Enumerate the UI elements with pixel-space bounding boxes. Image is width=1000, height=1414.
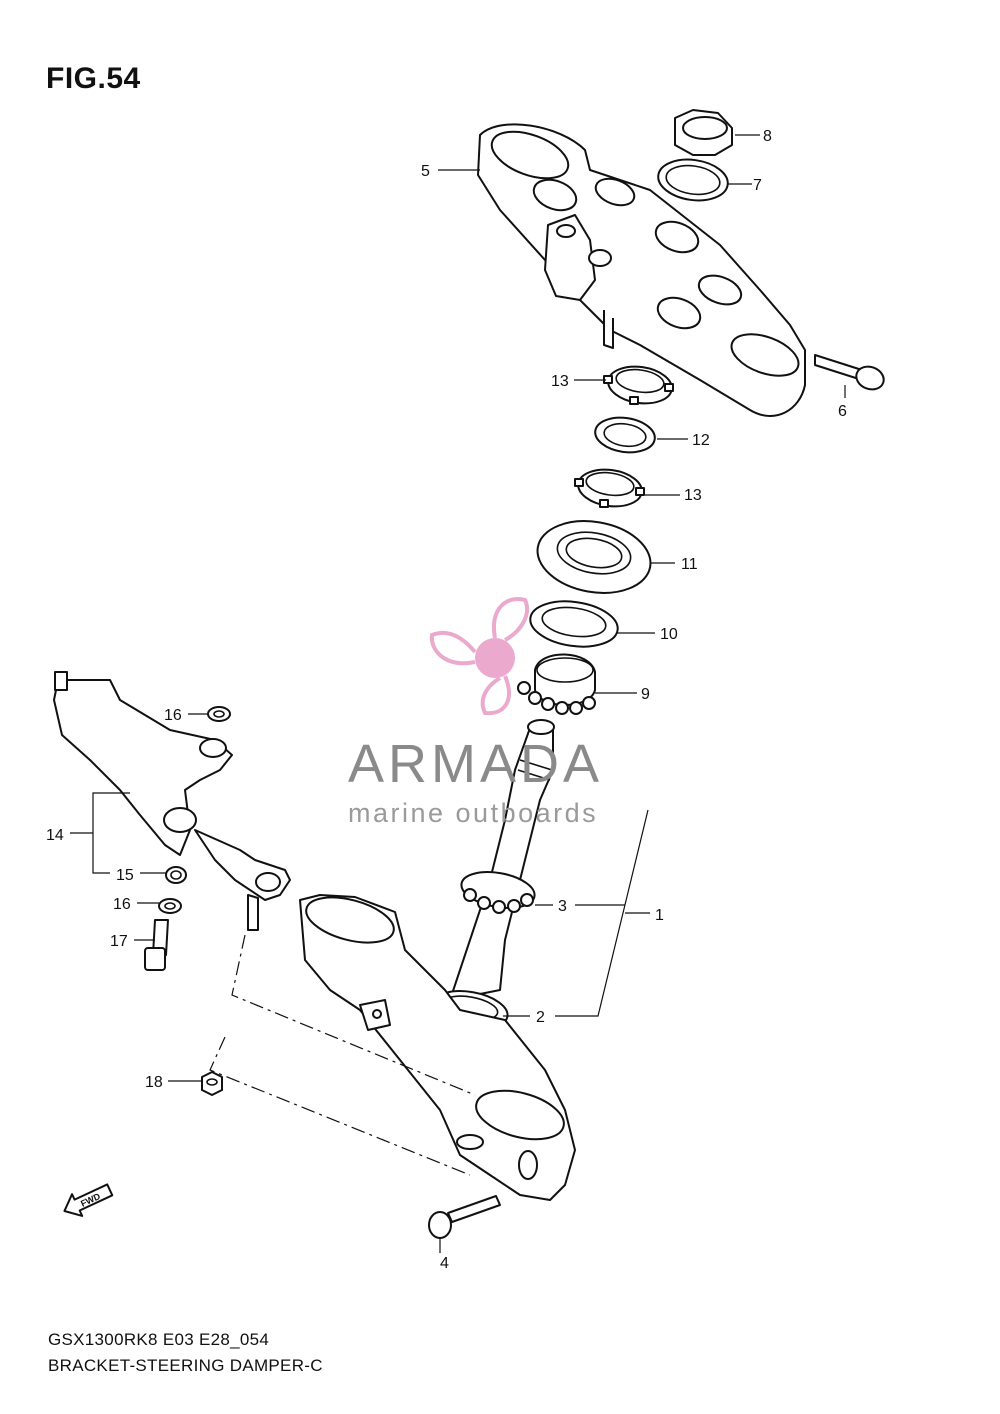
- callout-17: 17: [110, 933, 128, 950]
- callout-14: 14: [46, 827, 64, 844]
- fwd-arrow-icon: FWD: [63, 1183, 114, 1217]
- callout-16-upper: 16: [164, 707, 182, 724]
- lock-washer-13-lower: [574, 468, 645, 508]
- callout-16-lower: 16: [113, 896, 131, 913]
- callout-labels: 5 8 7 6 13 12 13 11 10 9 3 1 2 4 14 15 1…: [46, 128, 847, 1272]
- callout-18: 18: [145, 1074, 163, 1091]
- bolt-6: [814, 354, 885, 391]
- callout-13-upper: 13: [551, 373, 569, 390]
- bolt-4: [428, 1195, 501, 1239]
- watermark-tagline: marine outboards: [348, 798, 598, 828]
- callout-9: 9: [641, 686, 650, 703]
- steering-stem: [449, 719, 555, 1001]
- callout-4: 4: [440, 1255, 449, 1272]
- nut-18: [201, 1071, 223, 1096]
- callout-7: 7: [753, 177, 762, 194]
- bolt-17: [144, 919, 169, 971]
- collar-15: [165, 866, 187, 884]
- callout-13-lower: 13: [684, 487, 702, 504]
- lower-bracket: [299, 894, 576, 1201]
- callout-6: 6: [838, 403, 847, 420]
- washer-7: [657, 158, 729, 202]
- callout-12: 12: [692, 432, 710, 449]
- watermark-brand: ARMADA: [348, 734, 603, 794]
- bearing-9: [517, 653, 596, 715]
- callout-5: 5: [421, 163, 430, 180]
- model-code: GSX1300RK8 E03 E28_054: [48, 1330, 270, 1349]
- race-10: [529, 600, 619, 648]
- bearing-3: [460, 871, 536, 914]
- callout-3: 3: [558, 898, 567, 915]
- upper-bracket: [477, 123, 806, 417]
- callout-8: 8: [763, 128, 772, 145]
- nut-8: [674, 109, 733, 156]
- callout-10: 10: [660, 626, 678, 643]
- assembly-lines: [209, 934, 476, 1176]
- steering-damper: [53, 671, 291, 931]
- washer-12: [594, 416, 656, 454]
- watermark-logo-icon: [429, 597, 529, 716]
- callout-1: 1: [655, 907, 664, 924]
- diagram-caption: BRACKET-STEERING DAMPER-C: [48, 1356, 323, 1375]
- washer-16-upper: [207, 706, 231, 722]
- callout-15: 15: [116, 867, 134, 884]
- callout-2: 2: [536, 1009, 545, 1026]
- dust-seal-11: [536, 520, 652, 594]
- callout-11: 11: [681, 556, 698, 573]
- washer-16-lower: [158, 898, 182, 914]
- leader-lines: [70, 134, 846, 1253]
- figure-title: FIG.54: [46, 62, 141, 95]
- lock-washer-13-upper: [603, 365, 674, 405]
